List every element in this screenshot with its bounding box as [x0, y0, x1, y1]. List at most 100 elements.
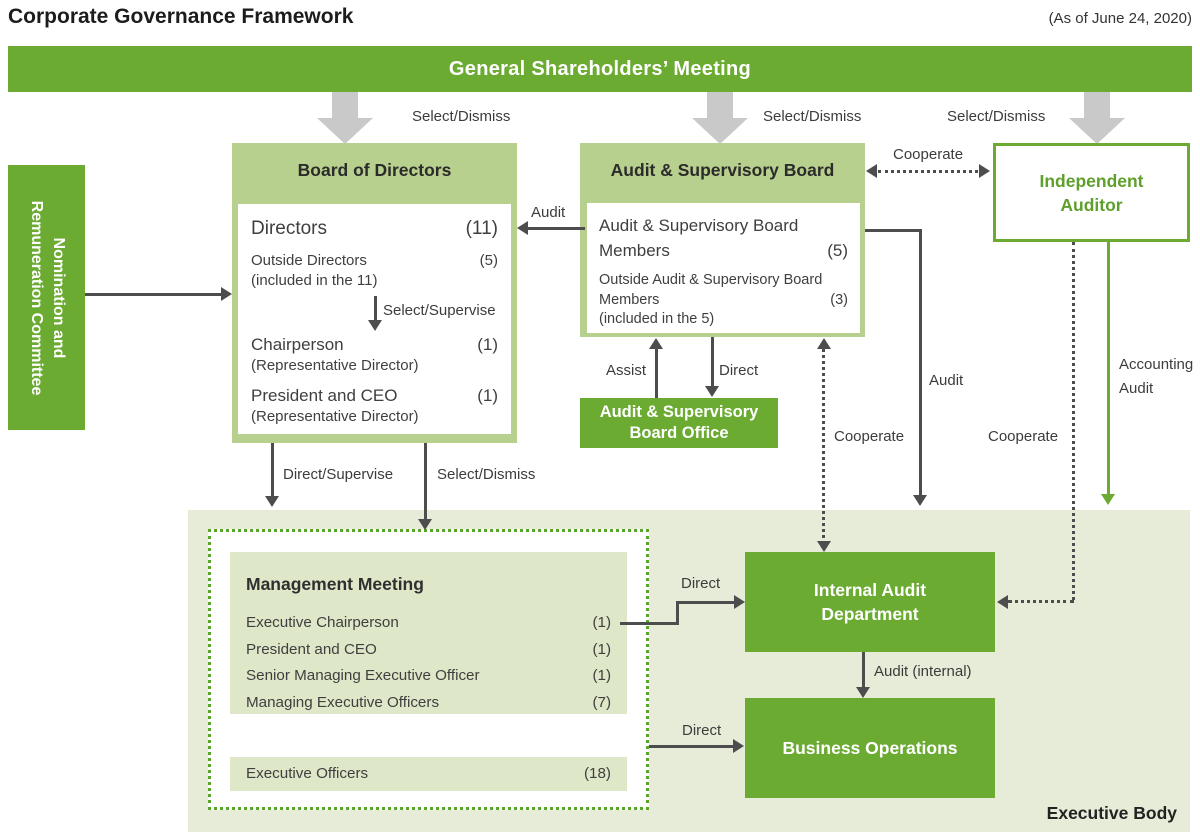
asb-members-count: (5) — [827, 241, 848, 260]
audit-label: Audit — [929, 372, 964, 389]
asb-audit-bod-line — [528, 227, 585, 230]
nomination-remuneration-committee-label: Nomination and Remuneration Committee — [25, 165, 69, 430]
chairperson-label: Chairperson — [251, 335, 344, 354]
select-dismiss-label: Select/Dismiss — [763, 108, 862, 125]
arrowhead-down-icon — [368, 320, 382, 331]
down-arrow-icon — [332, 92, 358, 119]
president-row: President and CEO (1) — [251, 384, 498, 407]
down-arrow-icon — [1069, 118, 1125, 144]
row-label: Senior Managing Executive Officer — [246, 667, 480, 684]
directors-label: Directors — [251, 218, 328, 239]
arrowhead-up-icon — [817, 338, 831, 349]
down-arrow-icon — [317, 118, 373, 144]
assist-line — [655, 348, 658, 398]
arrowhead-up-icon — [649, 338, 663, 349]
arrowhead-down-icon — [1101, 494, 1115, 505]
mm-direct-iad-line — [676, 601, 679, 625]
row-label: Executive Chairperson — [246, 614, 399, 631]
accounting-audit-line — [1107, 242, 1110, 495]
asb-ia-cooperate-line — [878, 170, 978, 173]
management-meeting-row: Executive Chairperson (1) — [246, 610, 611, 637]
arrowhead-left-icon — [997, 595, 1008, 609]
row-label: Managing Executive Officers — [246, 693, 440, 711]
management-meeting-box: Management Meeting Executive Chairperson… — [230, 552, 627, 714]
executive-officers-bar: Executive Officers (18) — [230, 757, 627, 791]
management-meeting-row: President and CEO (1) — [246, 637, 611, 664]
arrowhead-right-icon — [979, 164, 990, 178]
select-dismiss-line — [424, 443, 427, 520]
direct-office-line — [711, 337, 714, 387]
arrowhead-down-icon — [856, 687, 870, 698]
executive-officers-label: Executive Officers — [246, 765, 369, 782]
asb-audit-exec-line — [865, 229, 922, 232]
nomination-line1: Nomination and — [49, 237, 67, 358]
arrowhead-down-icon — [913, 495, 927, 506]
asb-members-row: Audit & Supervisory Board Members (5) — [599, 213, 848, 263]
arrowhead-right-icon — [734, 595, 745, 609]
arrowhead-down-icon — [817, 541, 831, 552]
chairperson-count: (1) — [477, 335, 498, 354]
select-supervise-line — [374, 296, 377, 321]
arrowhead-down-icon — [705, 386, 719, 397]
asb-audit-exec-line — [919, 229, 922, 495]
nomination-line2: Remuneration Committee — [27, 200, 45, 395]
row-count: (1) — [592, 667, 611, 684]
business-operations-title: Business Operations — [782, 737, 958, 758]
president-label: President and CEO — [251, 386, 398, 405]
arrowhead-left-icon — [866, 164, 877, 178]
board-of-directors-title: Board of Directors — [297, 160, 452, 180]
row-count: (1) — [592, 640, 611, 658]
audit-label: Audit — [531, 204, 566, 221]
outside-directors-count: (5) — [479, 252, 498, 269]
cooperate-label: Cooperate — [893, 146, 964, 163]
asb-outside-members-note: (included in the 5) — [599, 311, 715, 327]
management-meeting-row: Senior Managing Executive Officer (1) — [246, 663, 611, 690]
internal-audit-department-title: Internal Audit Department — [813, 580, 927, 624]
arrowhead-right-icon — [221, 287, 232, 301]
asb-iad-cooperate-line — [822, 348, 825, 546]
select-dismiss-label: Select/Dismiss — [947, 108, 1046, 125]
mm-direct-iad-line — [677, 601, 734, 604]
audit-supervisory-board-detail-box: Audit & Supervisory Board Members (5) Ou… — [587, 203, 860, 333]
assist-label: Assist — [606, 362, 647, 379]
mm-direct-iad-line — [620, 622, 678, 625]
general-shareholders-meeting-banner: General Shareholders’ Meeting — [8, 46, 1192, 92]
outside-directors-label: Outside Directors — [251, 252, 367, 269]
ia-iad-cooperate-line — [1008, 600, 1074, 603]
management-meeting-row: Managing Executive Officers (7) — [246, 690, 611, 717]
audit-supervisory-board-title: Audit & Supervisory Board — [610, 160, 835, 180]
audit-internal-label: Audit (internal) — [874, 663, 972, 680]
executive-officers-count: (18) — [583, 765, 611, 782]
outside-directors-note: (included in the 11) — [251, 272, 378, 289]
row-count: (7) — [592, 693, 611, 711]
president-count: (1) — [477, 386, 498, 405]
select-supervise-label: Select/Supervise — [383, 302, 496, 319]
asb-outside-members-label: Outside Audit & Supervisory Board Member… — [599, 272, 823, 308]
nomination-remuneration-committee-box: Nomination and Remuneration Committee — [8, 165, 85, 430]
select-dismiss-label: Select/Dismiss — [437, 466, 536, 483]
down-arrow-icon — [692, 118, 748, 144]
arrowhead-down-icon — [418, 519, 432, 530]
chairperson-row: Chairperson (1) — [251, 333, 498, 356]
accounting-audit-label: Accounting Audit — [1119, 356, 1194, 397]
chairperson-note: (Representative Director) — [251, 357, 419, 374]
audit-supervisory-board-office-box: Audit & Supervisory Board Office — [580, 398, 778, 448]
business-operations-box: Business Operations — [745, 698, 995, 798]
outside-directors-row: Outside Directors (5) — [251, 251, 498, 271]
audit-internal-line — [862, 652, 865, 688]
row-label: President and CEO — [246, 640, 377, 658]
nomination-to-bod-line — [85, 293, 221, 296]
arrowhead-left-icon — [517, 221, 528, 235]
independent-auditor-box: Independent Auditor — [993, 143, 1190, 242]
directors-count: (11) — [465, 218, 498, 239]
date-note: (As of June 24, 2020) — [1048, 10, 1192, 27]
page-title: Corporate Governance Framework — [8, 5, 354, 28]
row-count: (1) — [592, 614, 611, 631]
cooperate-label: Cooperate — [834, 428, 905, 445]
cooperate-label: Cooperate — [988, 428, 1059, 445]
executive-body-label: Executive Body — [1046, 803, 1177, 823]
direct-supervise-label: Direct/Supervise — [283, 466, 394, 483]
direct-label: Direct — [682, 722, 722, 739]
arrowhead-down-icon — [265, 496, 279, 507]
